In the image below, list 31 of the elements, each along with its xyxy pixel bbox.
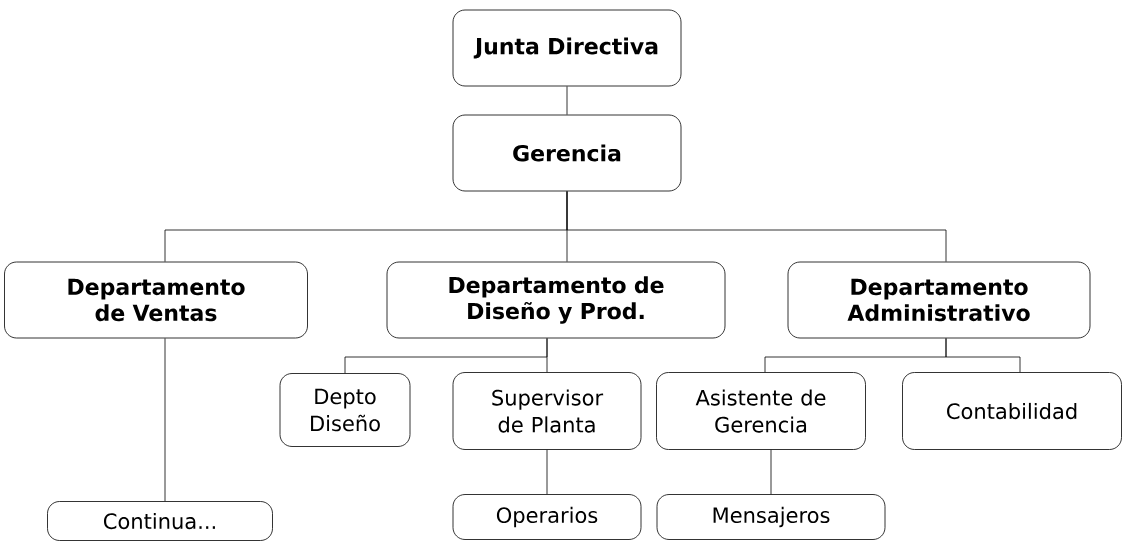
org-box [452, 114, 682, 192]
connector-line [566, 86, 568, 115]
org-box [279, 373, 411, 447]
box-text: Depto Diseño [311, 388, 380, 432]
box-text: Departamento de Ventas [68, 278, 245, 322]
org-box [656, 494, 886, 540]
box-text: Operarios [496, 506, 598, 528]
org-box [787, 261, 1091, 339]
box-text: Junta Directiva [473, 37, 658, 59]
box-text: Departamento de Diseño y Prod. [449, 276, 664, 324]
box-text: Asistente de Gerencia [695, 389, 826, 433]
org-box [656, 372, 866, 450]
box-text: Contabilidad [947, 402, 1077, 420]
org-box [452, 372, 642, 450]
org-box [902, 372, 1122, 450]
org-box [452, 494, 642, 540]
connector-line [164, 338, 166, 502]
org-box [4, 261, 308, 339]
connector-line [546, 449, 548, 495]
box-text: Departamento Administrativo [847, 278, 1030, 322]
org-box [47, 501, 273, 541]
org-box [386, 261, 726, 339]
box-text: Supervisor de Planta [492, 389, 604, 433]
connector-line [546, 338, 548, 373]
connector-line [945, 338, 1021, 373]
connector-line [566, 191, 947, 262]
org-box [452, 9, 682, 87]
box-text: Mensajeros [713, 506, 830, 528]
box-text: Gerencia [513, 144, 621, 162]
box-text: Continua... [104, 512, 215, 530]
connector-line [770, 449, 772, 495]
